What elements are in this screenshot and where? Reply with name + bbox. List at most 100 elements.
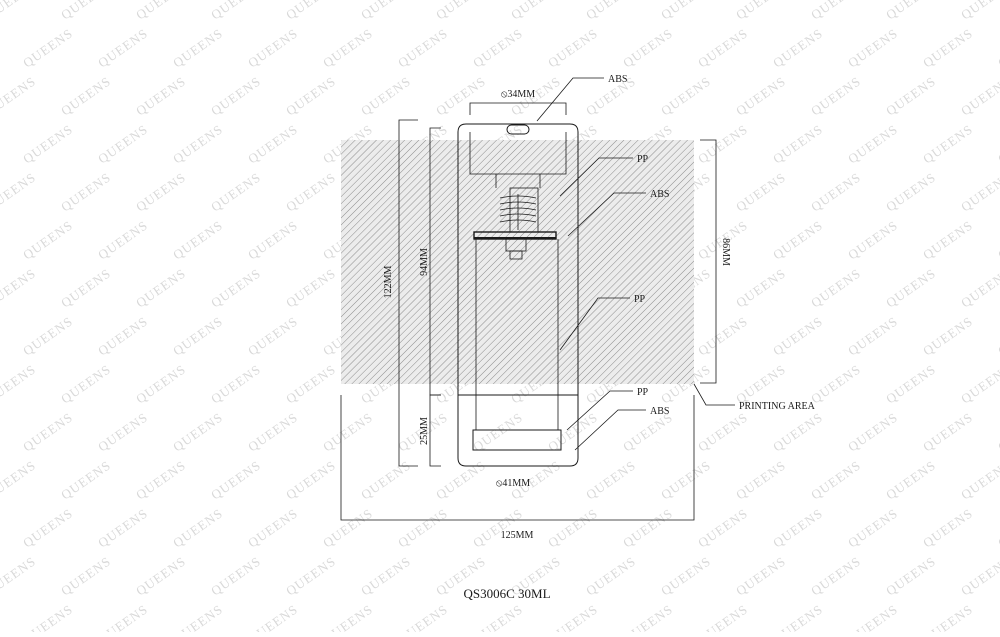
watermark-text: QUEENS <box>845 313 901 358</box>
watermark-text: QUEENS <box>658 0 714 22</box>
watermark-text: QUEENS <box>395 601 451 632</box>
inner-body-walls <box>475 239 559 395</box>
watermark-text: QUEENS <box>208 0 264 22</box>
watermark-text: QUEENS <box>133 169 189 214</box>
watermark-text: QUEENS <box>320 409 376 454</box>
cap-top-oval <box>506 124 530 135</box>
watermark-text: QUEENS <box>583 457 639 502</box>
watermark-text: QUEENS <box>283 73 339 118</box>
watermark-text: QUEENS <box>545 505 601 550</box>
callouts: ABS PP ABS PP PP ABS PRINTING AREA <box>536 74 816 451</box>
watermark-text: QUEENS <box>883 169 939 214</box>
watermark-text: QUEENS <box>283 169 339 214</box>
watermark-text: QUEENS <box>283 361 339 406</box>
cap-inner-frame <box>469 132 567 175</box>
watermark-text: QUEENS <box>995 601 1000 632</box>
watermark-text: QUEENS <box>695 25 751 70</box>
watermark-text: QUEENS <box>958 169 1000 214</box>
watermark-text: QUEENS <box>208 169 264 214</box>
watermark-text: QUEENS <box>995 121 1000 166</box>
watermark-text: QUEENS <box>808 0 864 22</box>
watermark-text: QUEENS <box>958 73 1000 118</box>
watermark-text: QUEENS <box>883 553 939 598</box>
printing-area <box>341 140 694 384</box>
watermark-text: QUEENS <box>20 121 76 166</box>
watermark-text: QUEENS <box>245 409 301 454</box>
watermark-text: QUEENS <box>245 313 301 358</box>
watermark-text: QUEENS <box>95 601 151 632</box>
product-title: QS3006C 30ML <box>463 586 550 601</box>
watermark-text: QUEENS <box>320 505 376 550</box>
watermark-text: QUEENS <box>845 601 901 632</box>
watermark-text: QUEENS <box>0 265 39 310</box>
watermark-text: QUEENS <box>808 553 864 598</box>
watermark-text: QUEENS <box>433 73 489 118</box>
watermark-text: QUEENS <box>358 73 414 118</box>
watermark-text: QUEENS <box>658 553 714 598</box>
watermark-text: QUEENS <box>170 505 226 550</box>
watermark-text: QUEENS <box>245 505 301 550</box>
watermark-text: QUEENS <box>883 0 939 22</box>
watermark-text: QUEENS <box>808 265 864 310</box>
watermark-text: QUEENS <box>0 73 39 118</box>
watermark-text: QUEENS <box>545 409 601 454</box>
watermark-text: QUEENS <box>320 601 376 632</box>
watermark-text: QUEENS <box>508 0 564 22</box>
watermark-text: QUEENS <box>58 457 114 502</box>
watermark-text: QUEENS <box>170 601 226 632</box>
watermark-text: QUEENS <box>470 409 526 454</box>
watermark-text: QUEENS <box>733 73 789 118</box>
watermark-text: QUEENS <box>395 505 451 550</box>
watermark-text: QUEENS <box>995 25 1000 70</box>
watermark-text: QUEENS <box>395 25 451 70</box>
watermark-text: QUEENS <box>133 361 189 406</box>
watermark-text: QUEENS <box>0 457 39 502</box>
watermark-text: QUEENS <box>208 73 264 118</box>
watermark-text: QUEENS <box>958 361 1000 406</box>
watermark-text: QUEENS <box>95 409 151 454</box>
watermark-text: QUEENS <box>770 601 826 632</box>
watermark-text: QUEENS <box>845 409 901 454</box>
watermark-text: QUEENS <box>58 0 114 22</box>
watermark-text: QUEENS <box>770 121 826 166</box>
body-height-label: 94MM <box>419 248 430 276</box>
watermark-text: QUEENS <box>208 457 264 502</box>
watermark-text: QUEENS <box>733 265 789 310</box>
watermark-text: QUEENS <box>170 217 226 262</box>
watermark-text: QUEENS <box>958 553 1000 598</box>
watermark-text: QUEENS <box>133 265 189 310</box>
watermark-text: QUEENS <box>245 217 301 262</box>
watermark-text: QUEENS <box>920 25 976 70</box>
watermark-text: QUEENS <box>470 505 526 550</box>
watermark-text: QUEENS <box>545 601 601 632</box>
printing-area-label: PRINTING AREA <box>739 401 816 412</box>
watermark-text: QUEENS <box>658 457 714 502</box>
watermark-text: QUEENS <box>883 457 939 502</box>
watermark-text: QUEENS <box>733 169 789 214</box>
watermark-text: QUEENS <box>133 457 189 502</box>
watermark-text: QUEENS <box>20 409 76 454</box>
watermark-text: QUEENS <box>770 313 826 358</box>
watermark-text: QUEENS <box>920 601 976 632</box>
watermark-text: QUEENS <box>283 553 339 598</box>
print-width-label: 125MM <box>501 530 534 541</box>
watermark-text: QUEENS <box>883 361 939 406</box>
base-height-label: 25MM <box>419 417 430 445</box>
watermark-text: QUEENS <box>995 217 1000 262</box>
watermark-text: QUEENS <box>958 457 1000 502</box>
callout-inner-upper: PP <box>637 154 649 165</box>
watermark-text: QUEENS <box>620 25 676 70</box>
watermark-text: QUEENS <box>770 505 826 550</box>
watermark-text: QUEENS <box>170 409 226 454</box>
watermark-text: QUEENS <box>170 25 226 70</box>
watermark-text: QUEENS <box>95 121 151 166</box>
watermark-text: QUEENS <box>770 25 826 70</box>
callout-base-outer: ABS <box>650 406 669 417</box>
watermark-text: QUEENS <box>658 73 714 118</box>
watermark-text: QUEENS <box>583 553 639 598</box>
watermark-text: QUEENS <box>845 25 901 70</box>
watermark-text: QUEENS <box>770 409 826 454</box>
watermark-text: QUEENS <box>958 0 1000 22</box>
watermark-text: QUEENS <box>283 0 339 22</box>
